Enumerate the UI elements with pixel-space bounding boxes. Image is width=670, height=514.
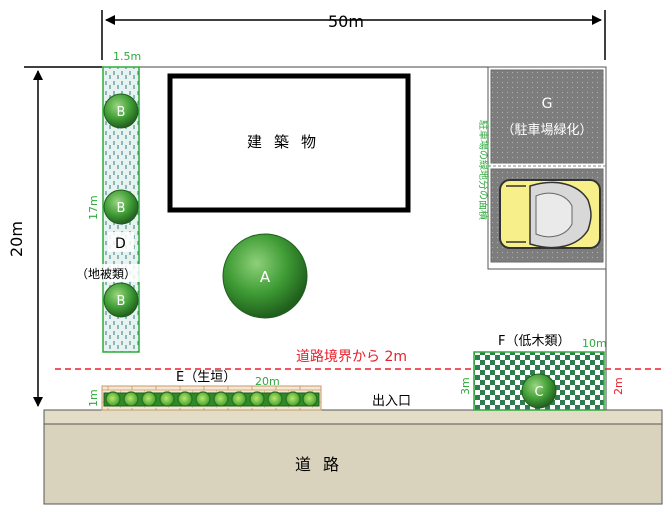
tree-a-label: A	[260, 268, 271, 286]
parked-car	[499, 179, 601, 249]
area-d-width-label: 1.5m	[113, 50, 141, 63]
tree-b-2	[103, 189, 139, 225]
height-dimension: 20m	[7, 66, 102, 407]
tree-c-label: C	[534, 385, 543, 400]
area-f-length-label: 10m	[582, 337, 607, 350]
area-e-length-label: 20m	[255, 375, 280, 388]
area-g-parking: G （駐車場緑化） 駐車場の緑地分の面積	[477, 66, 607, 270]
width-dimension: 50m	[101, 10, 606, 60]
area-g-side-note: 駐車場の緑地分の面積	[477, 120, 490, 220]
area-f-setback-label: 2m	[612, 377, 625, 395]
area-g-letter: G	[542, 96, 553, 112]
area-e-title: E（生垣）	[176, 370, 236, 385]
area-e-hedge: E（生垣） 20m 1m	[87, 370, 322, 411]
area-d-letter: D	[115, 236, 126, 252]
area-d-length-label: 17m	[87, 195, 100, 220]
tree-c	[521, 373, 557, 409]
area-f-depth-label: 3m	[459, 377, 472, 395]
tree-b-1-label: B	[117, 105, 126, 120]
area-d-type-label: （地被類）	[76, 267, 136, 281]
area-g-sub-label: （駐車場緑化）	[501, 123, 592, 138]
building: 建築物	[167, 73, 411, 213]
tree-a: A	[222, 233, 308, 319]
road-label: 道路	[295, 455, 351, 474]
width-label: 50m	[328, 12, 364, 31]
tree-b-2-label: B	[117, 201, 126, 216]
tree-b-3-label: B	[117, 294, 126, 309]
area-e-width-label: 1m	[87, 389, 100, 407]
area-d-groundcover: 1.5m 17m B B B D （地被類）	[76, 50, 144, 353]
height-label: 20m	[7, 221, 26, 257]
area-f-title: F（低木類）	[498, 334, 570, 349]
tree-b-1	[103, 93, 139, 129]
hedge-shrubs	[105, 391, 318, 407]
area-f-shrubs: F（低木類） 10m C 3m 2m	[459, 334, 625, 411]
tree-b-3	[103, 282, 139, 318]
building-label: 建築物	[247, 133, 328, 151]
road: 道路	[43, 409, 663, 505]
entrance-label: 出入口	[372, 394, 411, 409]
road-setback-label: 道路境界から 2m	[296, 349, 407, 365]
